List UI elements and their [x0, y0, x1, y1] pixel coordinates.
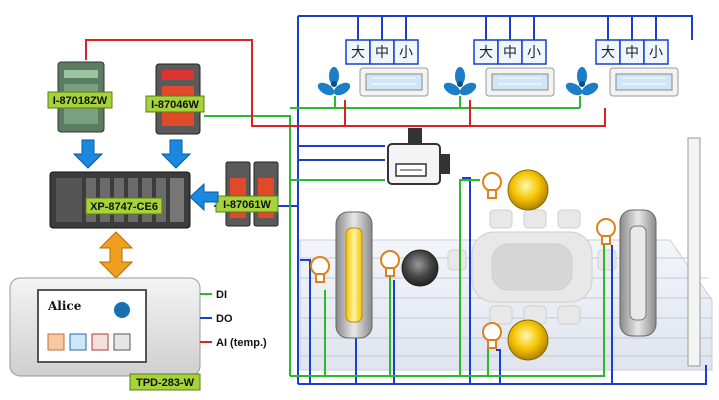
mascot-icon	[114, 302, 130, 318]
projector-app-icon[interactable]	[113, 333, 131, 351]
wires-green	[204, 96, 605, 377]
speed-mid-label: 中	[625, 45, 639, 61]
speed-low-label: 小	[649, 45, 663, 61]
label-touch-panel-text: TPD-283-W	[136, 377, 195, 389]
arrow-down-icon	[72, 139, 104, 169]
speed-high-label: 大	[351, 45, 365, 61]
hvac-unit-2: 大 中 小	[443, 39, 555, 97]
speed-low-button[interactable]	[643, 39, 669, 65]
tube-light-right	[619, 209, 657, 337]
fan-icon	[317, 67, 351, 96]
legend-do-label: DO	[216, 313, 233, 325]
speed-low-label: 小	[399, 45, 413, 61]
legend-ai-label: AI (temp.)	[216, 337, 267, 349]
calendar-app-icon[interactable]	[91, 333, 109, 351]
wires-red	[85, 39, 606, 127]
speed-high-button[interactable]	[595, 39, 621, 65]
label-controller: XP-8747-CE6	[85, 197, 163, 215]
air-vent	[485, 67, 555, 97]
io-module-87061w	[225, 161, 279, 227]
label-87046w: I-87046W	[145, 95, 205, 113]
arrow-updown-icon	[98, 231, 134, 279]
label-87046w-text: I-87046W	[151, 99, 199, 111]
air-vent	[609, 67, 679, 97]
speed-mid-label: 中	[375, 45, 389, 61]
arrow-left-icon	[189, 182, 219, 212]
bulb-app-icon[interactable]	[47, 333, 65, 351]
fan-icon	[565, 67, 599, 96]
label-controller-text: XP-8747-CE6	[90, 201, 158, 213]
speed-high-label: 大	[479, 45, 493, 61]
arrow-down-icon	[160, 139, 192, 169]
tube-light-left	[335, 211, 373, 339]
conference-table	[447, 209, 617, 325]
fan-app-icon[interactable]	[69, 333, 87, 351]
speed-high-label: 大	[601, 45, 615, 61]
label-87018zw: I-87018ZW	[47, 91, 113, 109]
speed-mid-label: 中	[503, 45, 517, 61]
speed-low-button[interactable]	[521, 39, 547, 65]
label-87061w-text: I-87061W	[223, 199, 271, 211]
label-87018zw-text: I-87018ZW	[53, 95, 108, 107]
light-switch-icon	[310, 172, 616, 349]
legend: DI DO AI (temp.)	[200, 289, 267, 349]
label-87061w: I-87061W	[215, 195, 279, 213]
bulb-on-bottom	[507, 319, 549, 361]
hvac-unit-3: 大 中 小	[565, 39, 679, 97]
label-touch-panel: TPD-283-W	[129, 373, 201, 391]
fan-icon	[443, 67, 477, 96]
hvac-unit-1: 大 中 小	[317, 39, 429, 97]
speed-low-button[interactable]	[393, 39, 419, 65]
wires-blue	[214, 15, 707, 385]
bulb-on-top	[507, 169, 549, 211]
bulb-off	[401, 249, 439, 287]
air-vent	[359, 67, 429, 97]
touch-panel: Alice	[9, 277, 201, 377]
projector-icon	[387, 128, 450, 185]
legend-di-label: DI	[216, 289, 227, 301]
screen-brand: Alice	[47, 299, 82, 313]
sensor-bar	[687, 137, 701, 367]
speed-low-label: 小	[527, 45, 541, 61]
